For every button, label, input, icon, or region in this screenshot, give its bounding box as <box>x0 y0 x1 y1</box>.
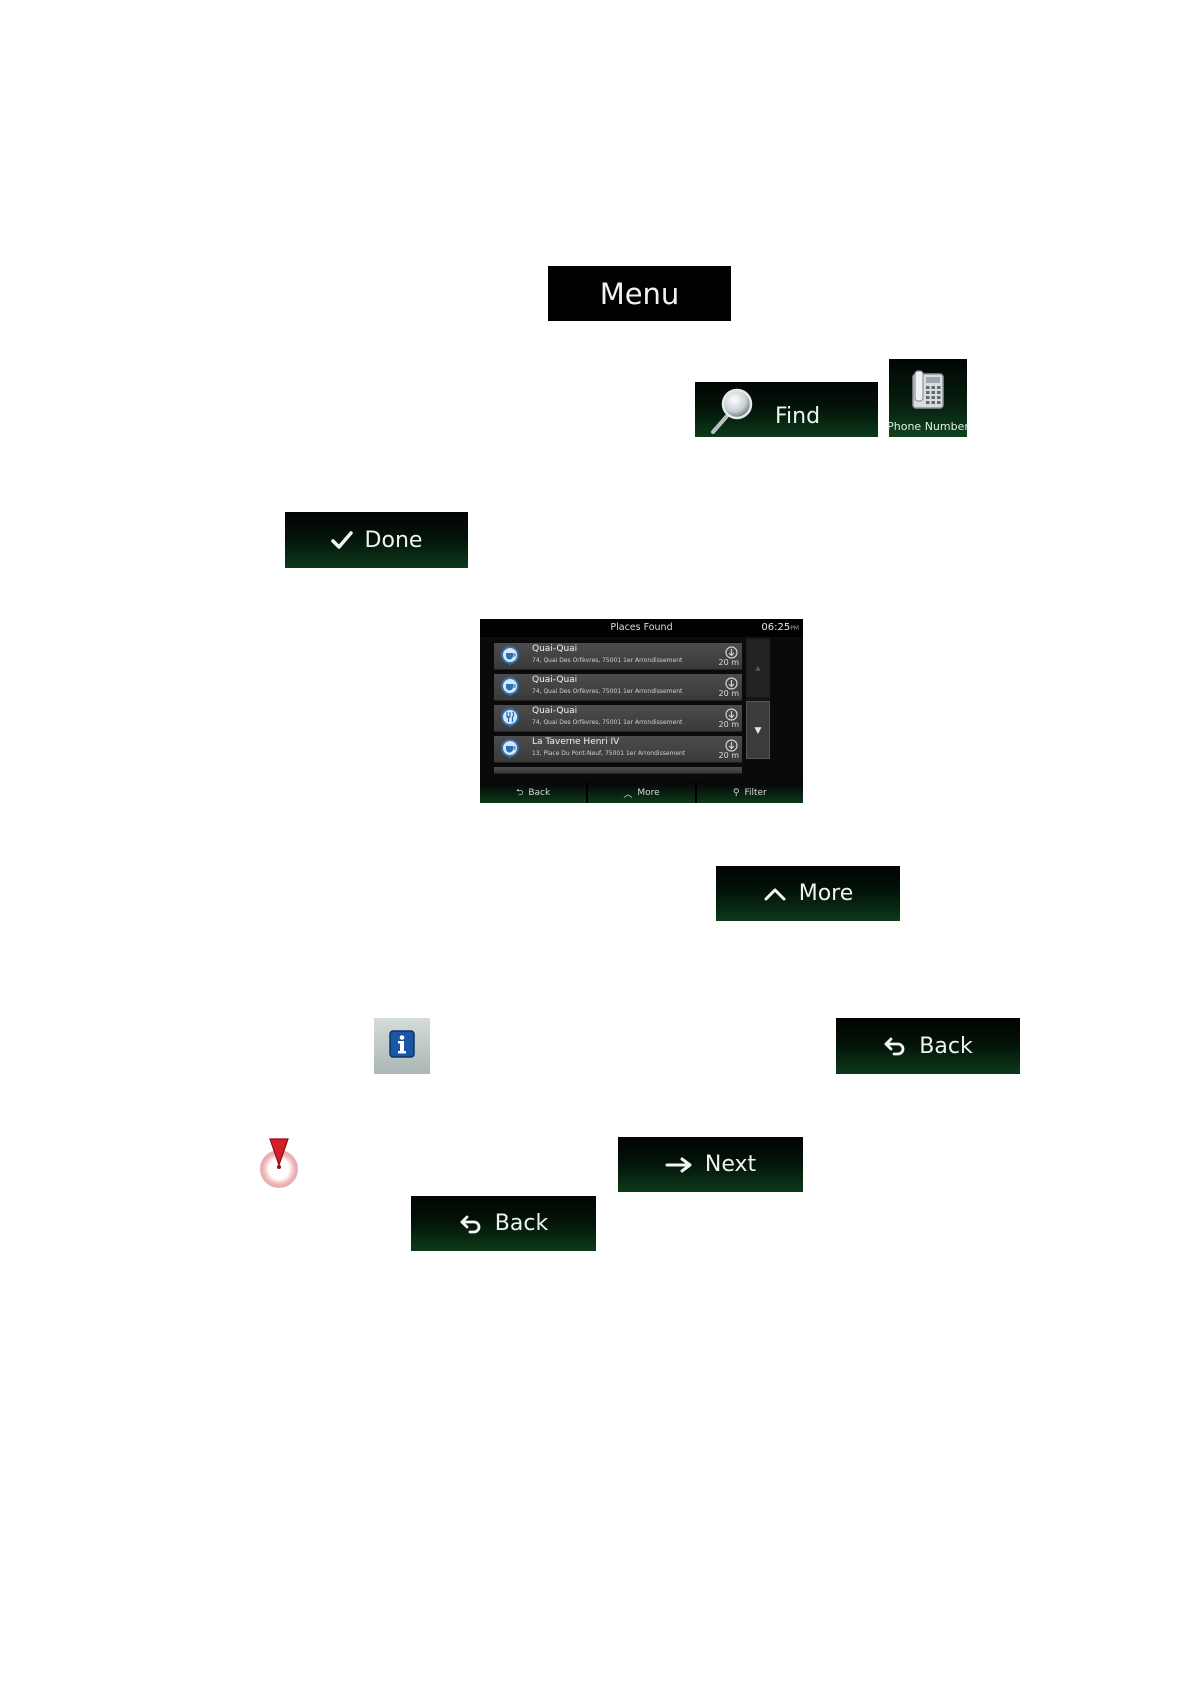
screen-header: Places Found 06:25PM <box>480 619 803 637</box>
navigate-icon[interactable] <box>725 706 738 721</box>
place-address: 74, Quai Des Orfèvres, 75001 1er Arrondi… <box>532 657 683 664</box>
list-item[interactable]: Quai-Quai 74, Quai Des Orfèvres, 75001 1… <box>494 674 742 701</box>
list-item[interactable] <box>494 767 742 774</box>
phone-number-button[interactable]: Phone Number <box>887 359 969 437</box>
place-name: La Taverne Henri IV <box>532 737 620 747</box>
back-arrow-icon <box>883 1036 907 1056</box>
cafe-icon <box>500 739 520 759</box>
screen-footer: ⮌ Back ︿ More ⚲ Filter <box>480 783 803 803</box>
navigate-icon[interactable] <box>725 737 738 752</box>
scroll-up-button[interactable]: ▲ <box>746 639 770 697</box>
screen-title: Places Found <box>610 622 673 633</box>
find-button-label: Find <box>775 404 821 429</box>
place-address: 74, Quai Des Orfèvres, 75001 1er Arrondi… <box>532 688 683 695</box>
list-item[interactable]: Quai-Quai 74, Quai Des Orfèvres, 75001 1… <box>494 643 742 670</box>
menu-button-label: Menu <box>599 276 680 311</box>
back-button[interactable]: Back <box>836 1018 1020 1074</box>
list-item[interactable]: Quai-Quai 74, Quai Des Orfèvres, 75001 1… <box>494 705 742 732</box>
cafe-icon <box>500 646 520 666</box>
cafe-icon <box>500 677 520 697</box>
screen-back-button[interactable]: ⮌ Back <box>480 783 587 803</box>
navigate-icon[interactable] <box>725 644 738 659</box>
place-name: Quai-Quai <box>532 706 578 716</box>
places-found-screen: Places Found 06:25PM Quai-Quai 74, Quai … <box>480 619 803 803</box>
magnifier-icon <box>709 386 757 434</box>
more-button[interactable]: More <box>716 866 900 921</box>
menu-button[interactable]: Menu <box>548 266 731 321</box>
scroll-down-button[interactable]: ▼ <box>746 701 770 759</box>
map-pin-icon <box>257 1136 301 1188</box>
restaurant-icon <box>500 708 520 728</box>
chevron-up-icon <box>763 886 787 902</box>
more-button-label: More <box>798 881 854 906</box>
navigate-icon[interactable] <box>725 675 738 690</box>
next-button[interactable]: Next <box>618 1137 803 1192</box>
find-button[interactable]: Find <box>695 382 878 437</box>
place-distance: 20 m <box>718 658 739 667</box>
back-button-label: Back <box>919 1033 973 1059</box>
search-icon: ⚲ <box>732 788 740 798</box>
back-button-secondary-label: Back <box>494 1211 549 1236</box>
screen-filter-button[interactable]: ⚲ Filter <box>696 783 803 803</box>
done-button-label: Done <box>364 527 423 553</box>
clock: 06:25PM <box>761 622 799 633</box>
checkmark-icon <box>330 530 353 550</box>
back-arrow-icon: ⮌ <box>516 788 524 798</box>
place-distance: 20 m <box>718 751 739 760</box>
info-icon <box>389 1030 415 1062</box>
place-address: 74, Quai Des Orfèvres, 75001 1er Arrondi… <box>532 719 683 726</box>
phone-icon <box>911 370 945 414</box>
place-distance: 20 m <box>718 689 739 698</box>
screen-more-button[interactable]: ︿ More <box>588 783 695 803</box>
next-button-label: Next <box>704 1152 757 1177</box>
place-address: 13, Place Du Pont-Neuf, 75001 1er Arrond… <box>532 750 686 757</box>
done-button[interactable]: Done <box>285 512 468 568</box>
list-item[interactable]: La Taverne Henri IV 13, Place Du Pont-Ne… <box>494 736 742 763</box>
back-button-secondary[interactable]: Back <box>411 1196 596 1251</box>
phone-number-label: Phone Number <box>887 420 969 433</box>
arrow-right-icon <box>665 1157 693 1173</box>
chevron-up-icon: ︿ <box>623 789 633 800</box>
place-name: Quai-Quai <box>532 675 578 685</box>
back-arrow-icon <box>459 1214 483 1234</box>
place-name: Quai-Quai <box>532 644 578 654</box>
place-distance: 20 m <box>718 720 739 729</box>
info-button[interactable] <box>374 1018 430 1074</box>
